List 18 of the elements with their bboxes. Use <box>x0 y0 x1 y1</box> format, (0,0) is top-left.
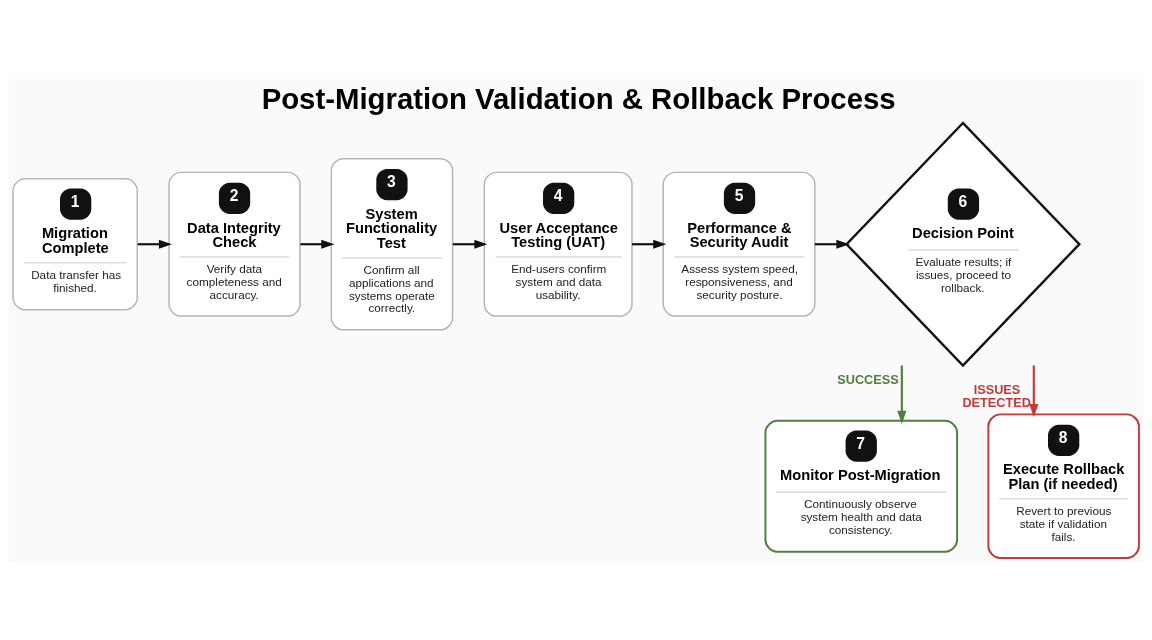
node-box: 2 Data Integrity Check Verify data completeness and accuracy. <box>168 171 301 317</box>
arrow <box>897 365 907 424</box>
arrow <box>452 239 488 249</box>
node-box: 1 Migration Complete Data transfer has finished. <box>12 177 138 310</box>
diagram-title: Post-Migration Validation & Rollback Process <box>261 81 896 115</box>
arrow <box>300 239 335 249</box>
node-box: 4 User Acceptance Testing (UAT) End-users confirm system and data usability. <box>483 171 633 317</box>
edge-label: SUCCESS <box>837 371 899 387</box>
arrow <box>632 239 667 249</box>
node-box: 5 Performance & Security Audit Assess system speed, responsiveness, and security posture. <box>662 171 816 317</box>
node-box: 8 Execute Rollback Plan (if needed) Revert to previous state if validation fails. <box>987 412 1140 559</box>
node-box: 7 Monitor Post-Migration Continuously observe system health and data consistency. <box>764 419 959 553</box>
arrow <box>814 239 850 249</box>
node-diamond: 6 Decision Point Evaluate results; if issues, proceed to rollback. <box>844 120 1081 367</box>
node-box: 3 System Functionality Test Confirm all applications and systems operate correctly. <box>330 157 454 331</box>
edge-label: ISSUES DETECTED <box>962 381 1031 410</box>
arrow <box>137 239 172 249</box>
arrow <box>1029 365 1039 417</box>
